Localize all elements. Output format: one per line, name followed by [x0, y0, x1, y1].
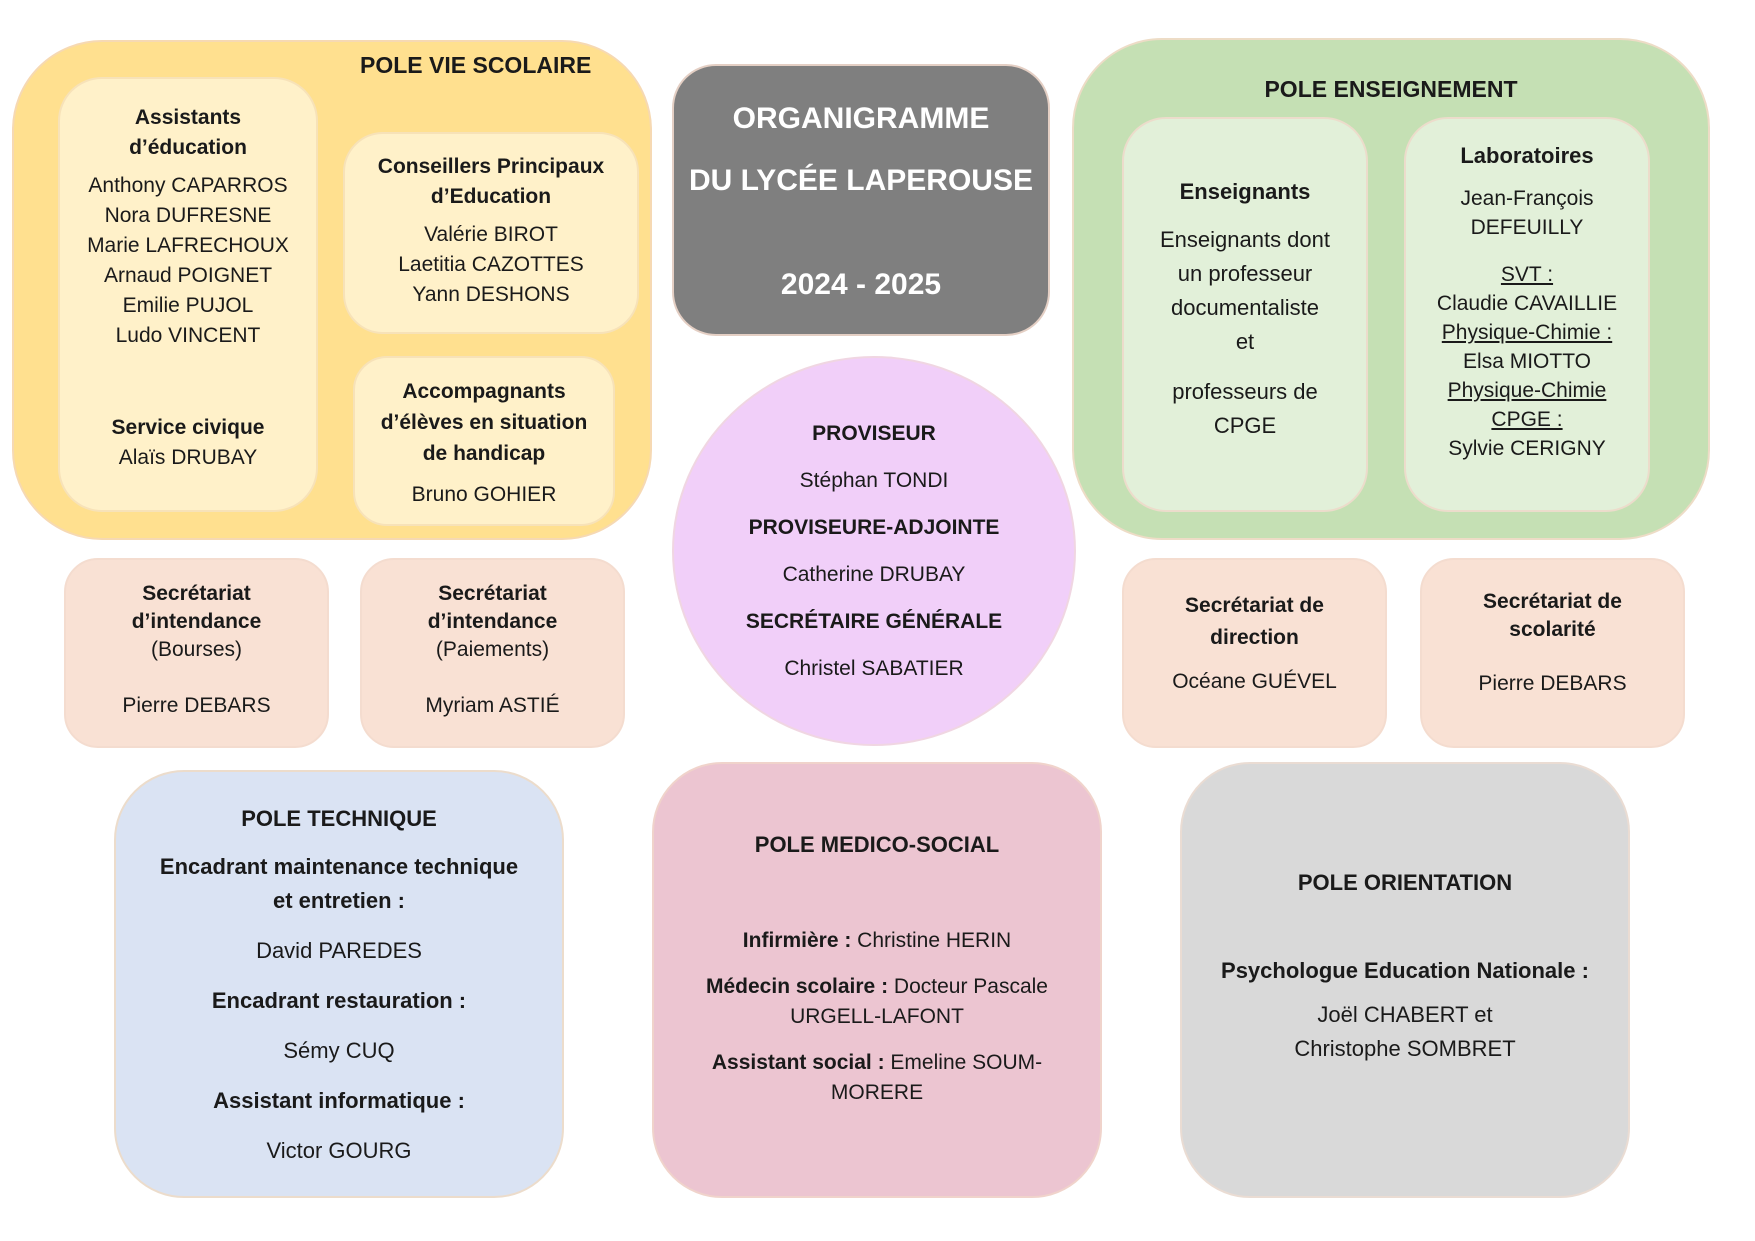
sec-scolarite-l1: Secrétariat de — [1483, 590, 1622, 613]
restauration-label: Encadrant restauration : — [211, 988, 467, 1013]
proviseur-name: Stéphan TONDI — [799, 469, 949, 492]
cpe-box: Conseillers Principaux d’Education Valér… — [343, 132, 639, 334]
cpe-name: Laetitia CAZOTTES — [398, 253, 584, 276]
sec-bourses-name: Pierre DEBARS — [122, 694, 271, 717]
sec-scolarite-name: Pierre DEBARS — [1478, 672, 1627, 695]
infirmiere-label: Infirmière : — [742, 929, 852, 952]
pole-medico-social-title: POLE MEDICO-SOCIAL — [754, 832, 1000, 857]
cpe-name: Yann DESHONS — [412, 283, 570, 306]
cpe-heading-1: Conseillers Principaux — [377, 155, 605, 178]
secretariat-intendance-paiements: Secrétariat d’intendance (Paiements) Myr… — [360, 558, 625, 748]
pole-orientation: POLE ORIENTATION Psychologue Education N… — [1180, 762, 1630, 1198]
enseignants-line: CPGE — [1213, 413, 1277, 438]
aesh-box: Accompagnants d’élèves en situation de h… — [353, 356, 615, 526]
title-line-1: ORGANIGRAMME — [732, 102, 990, 135]
cpe-name: Valérie BIROT — [424, 223, 558, 246]
assistant-name: Marie LAFRECHOUX — [87, 234, 289, 257]
sec-bourses-l1: Secrétariat — [142, 582, 251, 605]
adjointe-name: Catherine DRUBAY — [782, 563, 966, 586]
sec-paiements-l1: Secrétariat — [438, 582, 547, 605]
medecin-line: Médecin scolaire : Docteur Pascale — [706, 972, 1048, 1002]
pc-cpge-name: Sylvie CERIGNY — [1448, 437, 1606, 460]
enseignants-box: Enseignants Enseignants dont un professe… — [1122, 117, 1368, 512]
enseignants-heading: Enseignants — [1179, 179, 1311, 204]
pole-technique-title: POLE TECHNIQUE — [241, 806, 437, 831]
pc-cpge-label-2: CPGE : — [1491, 408, 1563, 431]
medecin-label: Médecin scolaire : — [706, 975, 889, 998]
proviseur-label: PROVISEUR — [812, 422, 936, 445]
pole-technique: POLE TECHNIQUE Encadrant maintenance tec… — [114, 770, 564, 1198]
pole-orientation-title: POLE ORIENTATION — [1297, 870, 1513, 895]
sec-bourses-l2: d’intendance — [131, 610, 262, 633]
psychologue-label: Psychologue Education Nationale : — [1221, 958, 1589, 983]
sec-paiements-l3: (Paiements) — [435, 638, 550, 661]
informatique-name: Victor GOURG — [266, 1138, 412, 1163]
svt-name: Claudie CAVAILLIE — [1436, 292, 1618, 315]
enseignants-line: et — [1235, 329, 1255, 354]
restauration-name: Sémy CUQ — [283, 1038, 395, 1063]
sec-bourses-l3: (Bourses) — [150, 638, 243, 661]
assistant-social-label: Assistant social : — [711, 1051, 885, 1074]
psychologue-names-2: Christophe SOMBRET — [1294, 1036, 1516, 1061]
assistant-name: Ludo VINCENT — [115, 324, 261, 347]
assistant-name: Arnaud POIGNET — [103, 264, 273, 287]
assistant-name: Nora DUFRESNE — [104, 204, 272, 227]
pc-cpge-label-1: Physique-Chimie — [1447, 379, 1607, 402]
pole-medico-social: POLE MEDICO-SOCIAL Infirmière : Christin… — [652, 762, 1102, 1198]
secretariat-direction: Secrétariat de direction Océane GUÉVEL — [1122, 558, 1387, 748]
cpe-heading-2: d’Education — [430, 185, 552, 208]
secretariat-intendance-bourses: Secrétariat d’intendance (Bourses) Pierr… — [64, 558, 329, 748]
assistant-name: Emilie PUJOL — [122, 294, 254, 317]
title-line-2: DU LYCÉE LAPEROUSE — [689, 164, 1033, 197]
laboratoires-box: Laboratoires Jean-François DEFEUILLY SVT… — [1404, 117, 1650, 512]
direction-circle: PROVISEUR Stéphan TONDI PROVISEURE-ADJOI… — [672, 356, 1076, 746]
assistants-education-box: Assistants d’éducation Anthony CAPARROS … — [58, 77, 318, 512]
infirmiere-line: Infirmière : Christine HERIN — [743, 926, 1011, 956]
labo-name-1: Jean-François — [1460, 187, 1594, 210]
enseignants-line: professeurs de — [1172, 379, 1318, 404]
enseignants-line: documentaliste — [1171, 295, 1319, 320]
svt-label: SVT : — [1500, 263, 1554, 286]
secretariat-scolarite: Secrétariat de scolarité Pierre DEBARS — [1420, 558, 1685, 748]
labo-heading: Laboratoires — [1460, 143, 1594, 168]
sg-label: SECRÉTAIRE GÉNÉRALE — [745, 610, 1003, 633]
assistant-social-line: Assistant social : Emeline SOUM- — [712, 1048, 1042, 1078]
sec-paiements-l2: d’intendance — [427, 610, 558, 633]
maintenance-label-2: et entretien : — [272, 888, 406, 913]
service-civique-name: Alaïs DRUBAY — [118, 446, 258, 469]
maintenance-name: David PAREDES — [256, 938, 422, 963]
sec-direction-l1: Secrétariat de — [1185, 594, 1324, 617]
assistant-name: Anthony CAPARROS — [88, 174, 288, 197]
assistants-heading-2: d’éducation — [129, 136, 247, 159]
sec-direction-l2: direction — [1210, 626, 1299, 649]
medecin-name-2: URGELL-LAFONT — [790, 1005, 964, 1028]
sec-paiements-name: Myriam ASTIÉ — [425, 694, 560, 717]
service-civique-heading: Service civique — [111, 416, 265, 439]
maintenance-label-1: Encadrant maintenance technique — [159, 854, 519, 879]
title-year: 2024 - 2025 — [780, 268, 942, 301]
sec-scolarite-l2: scolarité — [1509, 618, 1596, 641]
org-chart-title-box: ORGANIGRAMME DU LYCÉE LAPEROUSE 2024 - 2… — [672, 64, 1050, 336]
pole-enseignement-title: POLE ENSEIGNEMENT — [1264, 76, 1518, 102]
pc-name: Elsa MIOTTO — [1463, 350, 1591, 373]
medecin-name-1: Docteur Pascale — [888, 975, 1048, 998]
aesh-heading-2: d’élèves en situation — [380, 411, 588, 434]
sg-name: Christel SABATIER — [784, 657, 964, 680]
sec-direction-name: Océane GUÉVEL — [1172, 670, 1337, 693]
aesh-heading-1: Accompagnants — [402, 380, 566, 403]
informatique-label: Assistant informatique : — [213, 1088, 465, 1113]
aesh-name: Bruno GOHIER — [411, 483, 557, 506]
assistant-social-name-1: Emeline SOUM- — [884, 1051, 1043, 1074]
assistants-heading-1: Assistants — [134, 106, 242, 129]
enseignants-line: Enseignants dont — [1159, 227, 1331, 252]
pc-label: Physique-Chimie : — [1441, 321, 1613, 344]
labo-name-2: DEFEUILLY — [1470, 216, 1584, 239]
enseignants-line: un professeur — [1177, 261, 1313, 286]
pole-vie-scolaire-title: POLE VIE SCOLAIRE — [360, 52, 592, 78]
assistant-social-name-2: MORERE — [830, 1081, 924, 1104]
adjointe-label: PROVISEURE-ADJOINTE — [748, 516, 1000, 539]
psychologue-names-1: Joël CHABERT et — [1317, 1002, 1493, 1027]
infirmiere-name: Christine HERIN — [851, 929, 1012, 952]
aesh-heading-3: de handicap — [422, 442, 546, 465]
